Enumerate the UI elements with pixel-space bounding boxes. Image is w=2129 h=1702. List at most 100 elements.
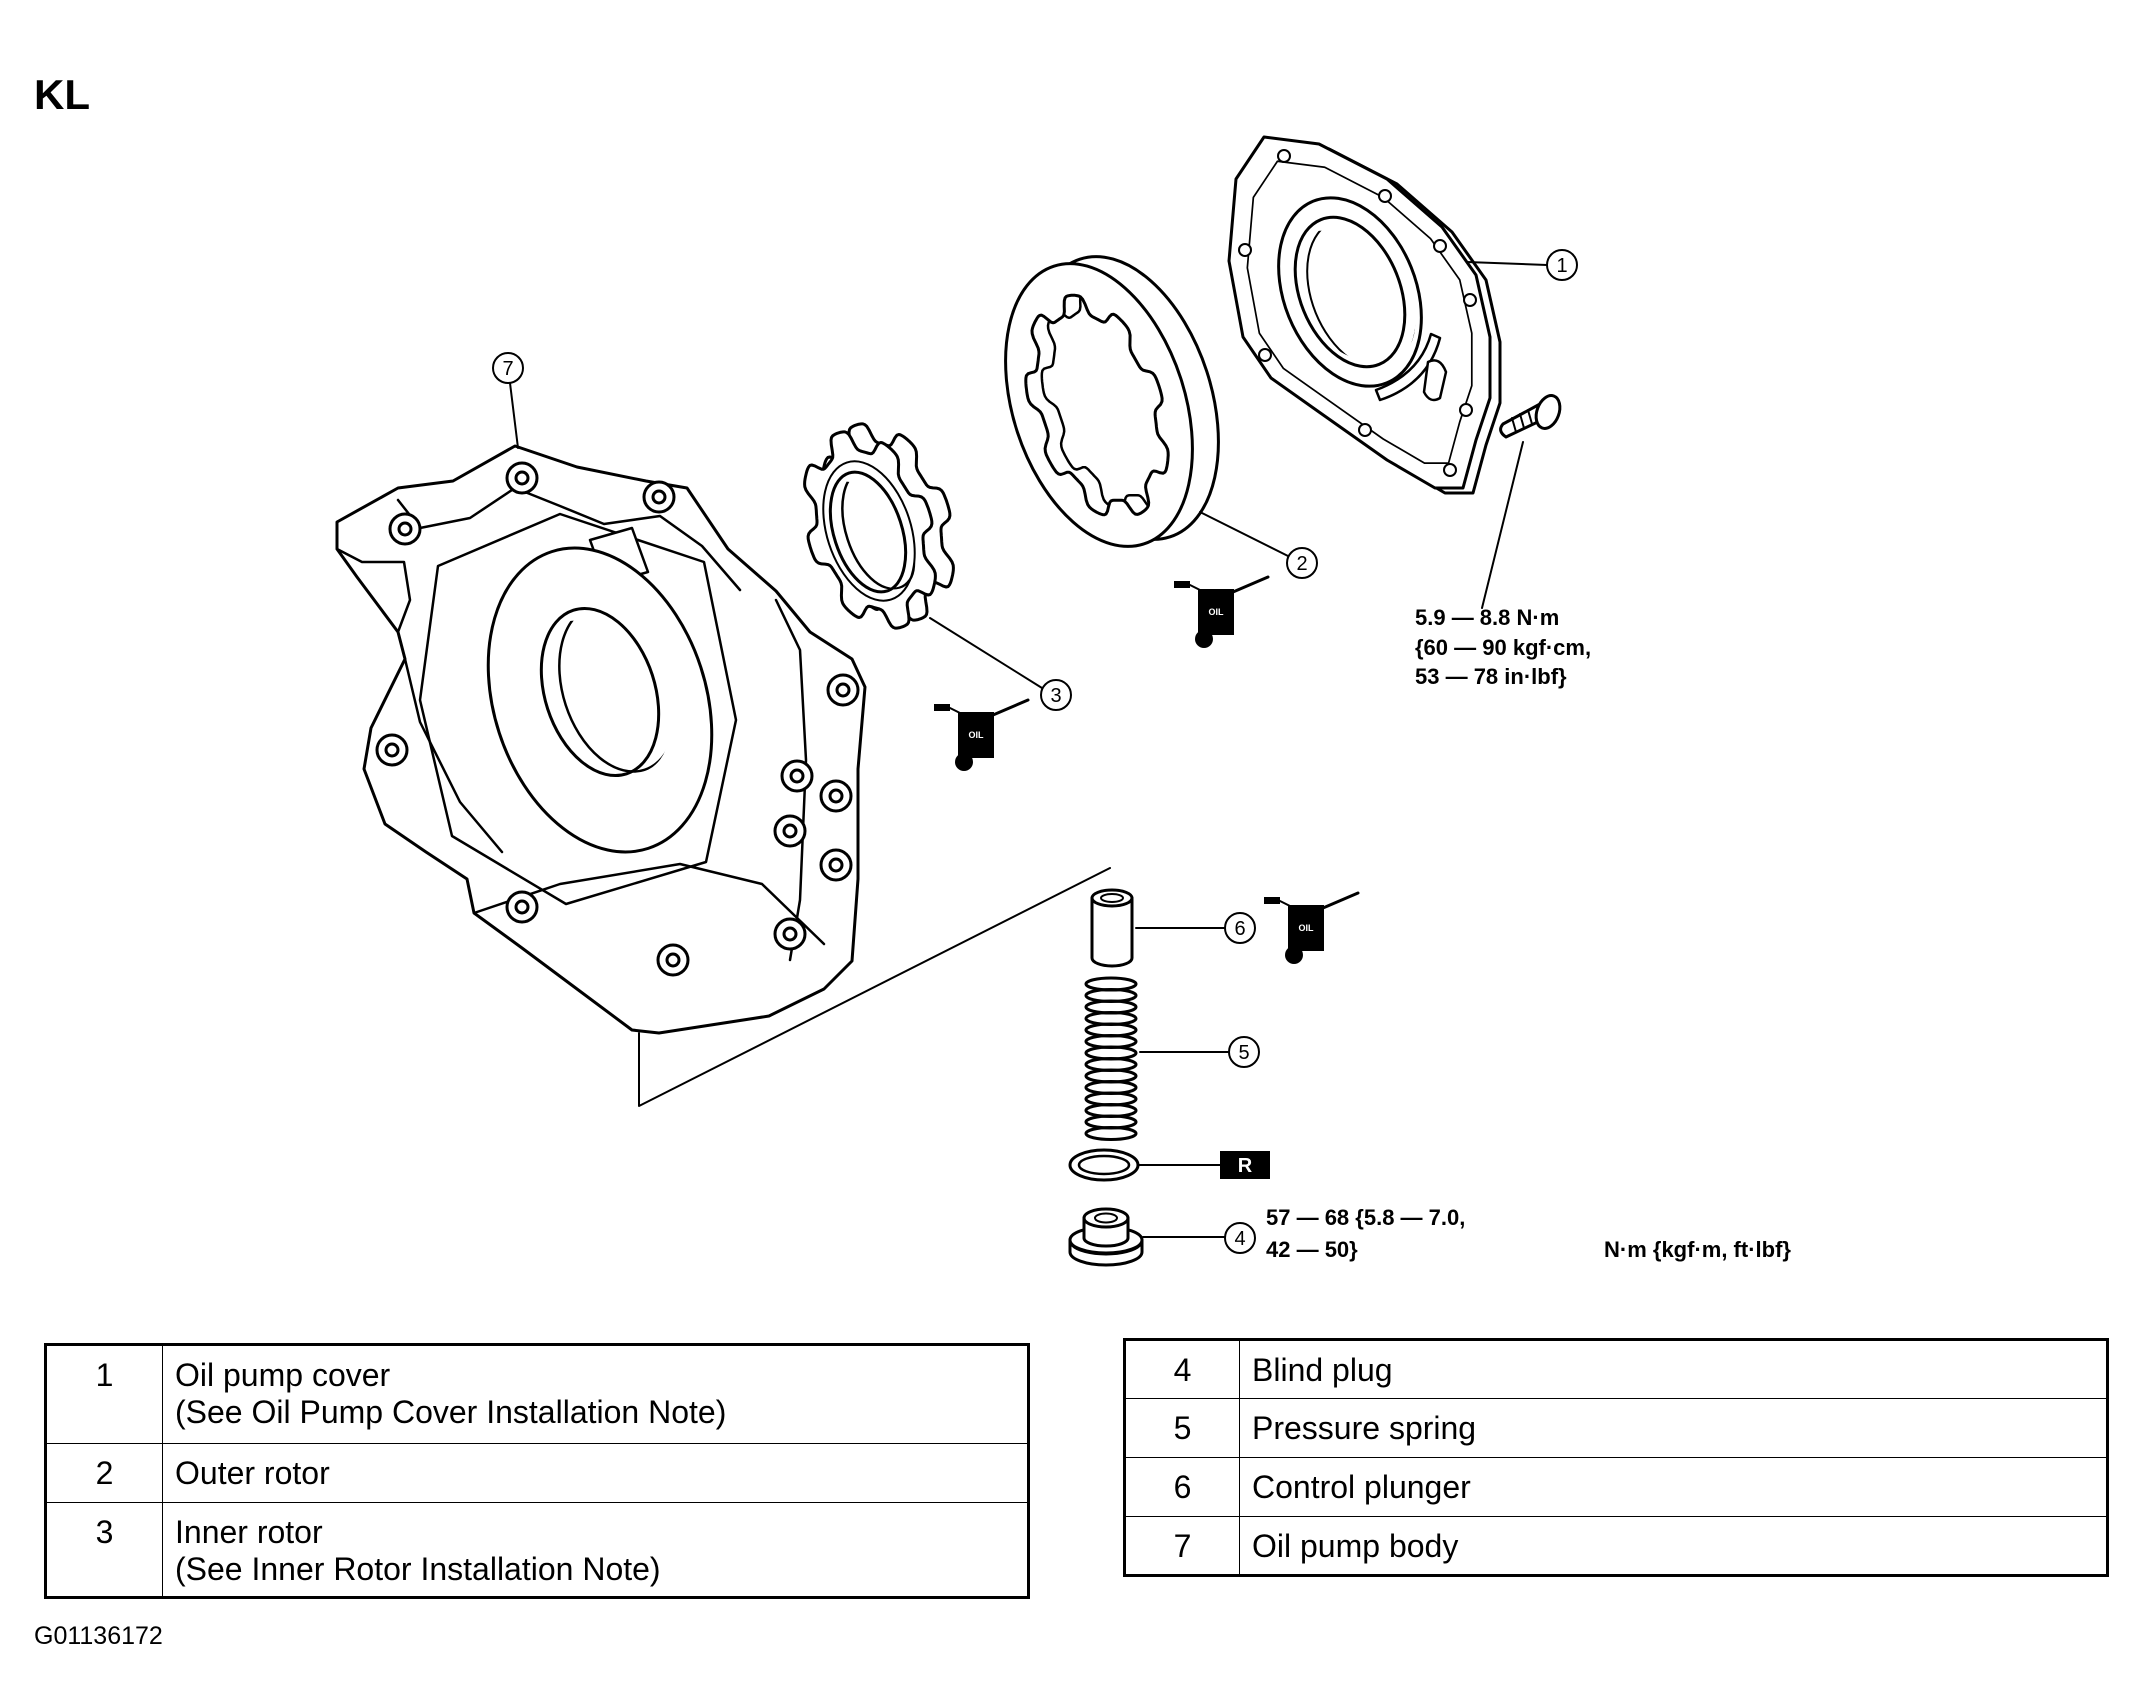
cover-tab-slot (1422, 359, 1448, 402)
table-row: 2 Outer rotor (45, 1443, 1029, 1503)
leader-line (1466, 261, 1548, 266)
callout-circle (1286, 547, 1318, 579)
part-name: Control plunger (1239, 1457, 2108, 1517)
part-note: (See Oil Pump Cover Installation Note) (175, 1394, 727, 1430)
callout-number: 1 (1556, 255, 1567, 277)
replace-part-marker: R (1137, 1151, 1270, 1179)
outer-rotor (1004, 255, 1220, 548)
torque-spec-cover-bolt: 5.9 — 8.8 N·m {60 — 90 kgf·cm, 53 — 78 i… (1415, 605, 1591, 689)
replace-box (1220, 1151, 1270, 1179)
callout-circle (1546, 249, 1578, 281)
oil-label: OIL (1299, 923, 1315, 933)
plug-thread-lines (1071, 1245, 1141, 1256)
oil-can-icon: OIL (1264, 891, 1360, 964)
callout-6: 6 (1135, 912, 1256, 944)
callout-number: 5 (1238, 1042, 1249, 1064)
part-number: 7 (1124, 1516, 1240, 1576)
boss (826, 673, 860, 707)
torque-units-legend: N·m {kgf·m, ft·lbf} (1604, 1237, 1791, 1262)
oil-can-icon: OIL (1174, 575, 1270, 648)
bolt-hole (1443, 463, 1457, 477)
torque-line: 5.9 — 8.8 N·m (1415, 605, 1559, 630)
part-name: Outer rotor (175, 1455, 330, 1491)
part-name: Pressure spring (1239, 1398, 2108, 1458)
callout-4: 4 (1142, 1222, 1256, 1254)
spring-coil (1084, 1126, 1138, 1141)
part-description: Oil pump cover (See Oil Pump Cover Insta… (162, 1344, 1029, 1444)
oil-pump-body (335, 444, 867, 1035)
body-left-bracket (335, 547, 412, 634)
boss (773, 917, 807, 951)
torque-line: 57 — 68 {5.8 — 7.0, (1266, 1205, 1465, 1230)
bolt-hole (1378, 189, 1392, 203)
body-bosses (375, 461, 860, 977)
bolt-hole (1277, 149, 1291, 163)
part-name: Oil pump body (1239, 1516, 2108, 1576)
boss (656, 943, 690, 977)
table-row: 6 Control plunger (1124, 1457, 2108, 1517)
table-row: 4 Blind plug (1124, 1339, 2108, 1399)
parts-table-right: 4 Blind plug 5 Pressure spring 6 Control… (1123, 1338, 2109, 1577)
torque-line: 42 — 50} (1266, 1237, 1358, 1262)
part-description: Inner rotor (See Inner Rotor Installatio… (162, 1502, 1029, 1598)
parts-table-left: 1 Oil pump cover (See Oil Pump Cover Ins… (44, 1343, 1030, 1599)
cover-bolt-holes (1238, 149, 1477, 477)
callout-circle (492, 352, 524, 384)
callout-5: 5 (1139, 1036, 1260, 1068)
blind-plug (1068, 1207, 1144, 1267)
model-code: KL (34, 71, 90, 118)
o-ring-inner (1077, 1154, 1131, 1176)
inner-rotor-hub-face (822, 460, 916, 602)
control-plunger (1090, 888, 1134, 968)
table-row: 3 Inner rotor (See Inner Rotor Installat… (45, 1502, 1029, 1598)
bolt-head (1534, 394, 1562, 430)
torque-line: 53 — 78 in·lbf} (1415, 664, 1567, 689)
bolt-hole (1463, 293, 1477, 307)
leader-line (509, 382, 519, 449)
part-number: 5 (1124, 1398, 1240, 1458)
boss (773, 814, 807, 848)
inner-rotor-bore (828, 470, 908, 594)
bolt-thread (1511, 409, 1533, 433)
part-name: Blind plug (1239, 1339, 2108, 1399)
replace-label: R (1238, 1155, 1253, 1177)
plunger-body (1090, 896, 1134, 968)
callout-circle (1228, 1036, 1260, 1068)
pressure-spring (1084, 976, 1138, 1141)
exploded-diagram: 1 2 3 7 6 (335, 135, 1791, 1267)
plunger-recess (1100, 893, 1124, 903)
oil-label: OIL (1209, 607, 1225, 617)
cover-bolt (1499, 394, 1562, 439)
part-name: Oil pump cover (175, 1357, 391, 1393)
bolt-hole (1358, 423, 1372, 437)
o-ring (1068, 1148, 1140, 1182)
boss (505, 890, 539, 924)
table-row: 7 Oil pump body (1124, 1516, 2108, 1576)
leader-line (1481, 441, 1524, 609)
callout-circle (1224, 1222, 1256, 1254)
body-bore (539, 606, 661, 778)
callout-3: 3 (929, 617, 1072, 711)
boss (642, 480, 676, 514)
part-description: Outer rotor (162, 1443, 1029, 1503)
torque-spec-blind-plug: 57 — 68 {5.8 — 7.0, 42 — 50} (1266, 1205, 1465, 1262)
cover-crescent-slot (1374, 332, 1442, 402)
leader-line (1199, 511, 1289, 557)
callout-number: 3 (1050, 685, 1061, 707)
callout-1: 1 (1466, 249, 1578, 281)
part-number: 3 (45, 1502, 163, 1598)
boss (388, 512, 422, 546)
oil-pump-cover (1227, 135, 1502, 495)
part-number: 4 (1124, 1339, 1240, 1399)
cover-bore (1293, 215, 1407, 369)
reference-line (638, 867, 1111, 1107)
bolt-hole (1258, 348, 1272, 362)
part-note: (See Inner Rotor Installation Note) (175, 1551, 661, 1587)
inner-rotor (803, 422, 955, 630)
callout-circle (1224, 912, 1256, 944)
part-number: 1 (45, 1344, 163, 1444)
table-row: 1 Oil pump cover (See Oil Pump Cover Ins… (45, 1344, 1029, 1444)
figure-id: G01136172 (34, 1622, 163, 1650)
bolt-hole (1433, 239, 1447, 253)
